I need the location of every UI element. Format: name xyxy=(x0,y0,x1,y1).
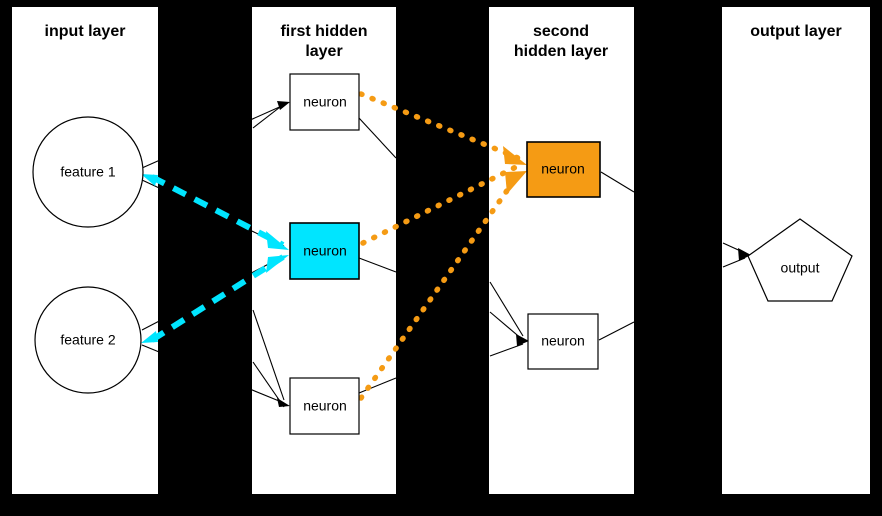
edge-h2bot-to-right xyxy=(598,321,635,341)
arrowhead-orange-lower xyxy=(505,171,527,194)
edge-orange-from-h1top xyxy=(358,91,521,161)
feature-2-circle[interactable] xyxy=(34,286,142,394)
h2-neuron-bottom-label: neuron xyxy=(541,333,585,349)
edge-h1top-to-right xyxy=(358,117,397,159)
panel-output-title: output layer xyxy=(750,23,842,40)
node-h2-neuron-top[interactable]: neuron xyxy=(526,141,601,198)
h1-neuron-middle-label: neuron xyxy=(303,243,347,259)
h2-neuron-bottom-box[interactable] xyxy=(527,313,599,370)
h1-neuron-middle-box[interactable] xyxy=(289,222,360,280)
panel-hidden1-title-line2: layer xyxy=(305,43,342,60)
edge-cyan-feature2-h1mid xyxy=(150,254,285,343)
edge-orange-from-h1mid xyxy=(360,163,521,246)
h1-neuron-bottom-label: neuron xyxy=(303,398,347,414)
feature-1-circle[interactable] xyxy=(32,116,144,228)
edge-cyan-feature1-h1mid xyxy=(150,174,285,248)
arrowhead-cyan-upper xyxy=(266,231,289,250)
edges-hidden2-to-output xyxy=(598,171,751,341)
edge-orange-from-h1bot xyxy=(358,172,521,401)
output-label: output xyxy=(781,260,820,276)
edge-h1bot-to-right xyxy=(358,377,397,394)
node-feature-1[interactable]: feature 1 xyxy=(32,116,144,228)
node-feature-2[interactable]: feature 2 xyxy=(34,286,142,394)
h2-neuron-top-box[interactable] xyxy=(526,141,601,198)
panel-hidden2-title-line1: second xyxy=(533,23,589,40)
arrowhead-cyan-feature1 xyxy=(141,174,158,186)
h1-neuron-bottom-box[interactable] xyxy=(289,377,360,435)
edge-feature2-to-h1bot xyxy=(141,344,285,404)
node-h1-neuron-middle[interactable]: neuron xyxy=(289,222,360,280)
edge-cross2-to-h1bot xyxy=(252,361,285,408)
h2-neuron-top-label: neuron xyxy=(541,161,585,177)
edges-input-to-hidden1 xyxy=(141,101,290,408)
arrowhead-cyan-feature2 xyxy=(141,331,158,343)
edge-cross-to-h1top xyxy=(252,103,285,129)
edge-into-h2bot-a xyxy=(489,281,524,337)
edges-hidden1-to-hidden2 xyxy=(358,117,529,394)
panel-hidden1-title-line1: first hidden xyxy=(280,23,367,40)
edge-into-h2bot-c xyxy=(489,343,524,357)
edges-orange-highlight xyxy=(358,91,527,401)
arrowhead-h1bot-a xyxy=(277,398,290,407)
arrowhead-h1top-a xyxy=(277,101,290,110)
panel-input-background xyxy=(12,7,158,494)
node-h2-neuron-bottom[interactable]: neuron xyxy=(527,313,599,370)
output-pentagon[interactable] xyxy=(747,218,853,302)
panel-second-hidden-layer: second hidden layer xyxy=(489,7,634,494)
arrowhead-cyan-lower xyxy=(266,255,289,273)
panel-input-layer: input layer xyxy=(12,7,158,494)
panel-hidden2-title-line2: hidden layer xyxy=(514,43,608,60)
panel-input-title: input layer xyxy=(45,23,126,40)
arrowhead-output xyxy=(738,248,751,261)
edge-cross-to-h1bot xyxy=(252,309,285,401)
arrowhead-h2bot xyxy=(516,334,529,346)
node-output[interactable]: output xyxy=(747,218,853,302)
edge-feature1-to-h1top xyxy=(141,104,285,169)
edges-cyan-highlight xyxy=(141,174,289,343)
node-h1-neuron-top[interactable]: neuron xyxy=(289,73,360,131)
node-h1-neuron-bottom[interactable]: neuron xyxy=(289,377,360,435)
panel-hidden2-background xyxy=(489,7,634,494)
arrowhead-orange-upper xyxy=(503,146,527,165)
edge-h2top-to-right xyxy=(600,171,635,193)
feature-2-label: feature 2 xyxy=(60,332,115,348)
feature-1-label: feature 1 xyxy=(60,164,115,180)
h1-neuron-top-label: neuron xyxy=(303,94,347,110)
edge-h1mid-to-right xyxy=(358,257,397,273)
h1-neuron-top-box[interactable] xyxy=(289,73,360,131)
